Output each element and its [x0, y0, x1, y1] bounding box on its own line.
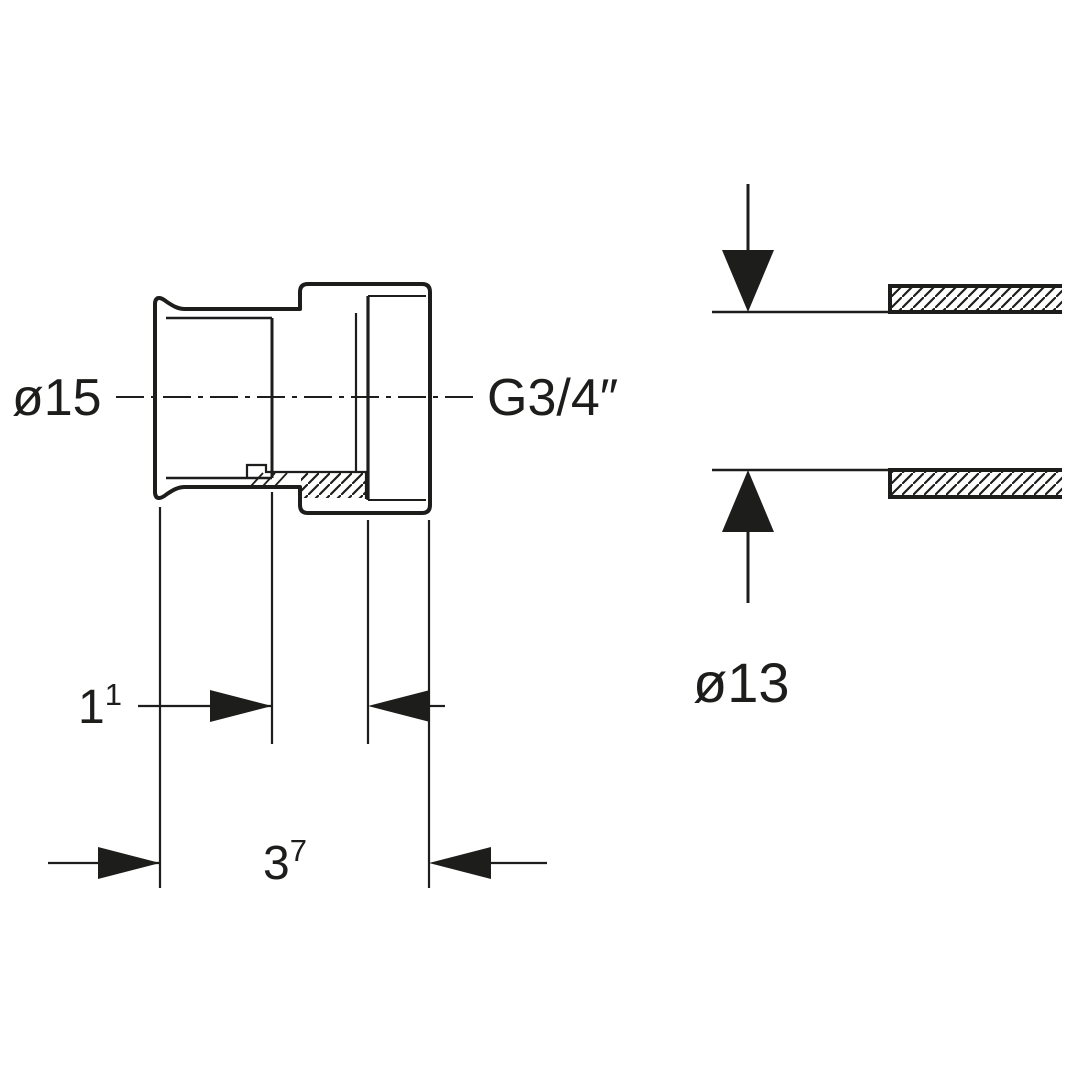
dimension-arrow-down-icon: [722, 250, 774, 312]
pipe-wall-top-outline: [888, 284, 1062, 314]
dimension-arrow-left-icon: [429, 847, 491, 879]
dim-value-base: 3: [263, 837, 290, 890]
dim-value-sup: 7: [290, 833, 307, 868]
pipe-wall-bottom-hatch: [890, 470, 1062, 497]
section-hatch-line: [250, 472, 264, 487]
dimension-overall-length: 37: [48, 833, 547, 890]
dimension-arrow-right-icon: [210, 690, 272, 722]
press-detail-step: [245, 463, 300, 478]
diameter-13-label: ø13: [693, 651, 790, 714]
dim-value-sup: 1: [105, 677, 122, 712]
pipe-section-view: ø13: [693, 184, 1062, 714]
thread-size-label: G3/4″: [487, 369, 618, 427]
pipe-wall-bottom-outline: [888, 468, 1062, 499]
thread-section-hatch: [301, 473, 365, 498]
section-hatch-line: [262, 472, 276, 487]
fitting-section-view: ø15 G3/4″: [12, 282, 618, 515]
diameter-15-label: ø15: [12, 369, 102, 427]
dim-value-base: 1: [78, 681, 105, 734]
insertion-depth-label: 11: [78, 677, 122, 734]
dimension-insertion-depth: 11: [78, 677, 445, 734]
section-hatch-line: [274, 472, 288, 487]
pipe-wall-top-hatch: [890, 286, 1062, 312]
dimension-lines: 11 37: [48, 492, 547, 890]
fitting-outline: [153, 282, 432, 515]
thread-section-boundary: [300, 470, 368, 499]
dimension-arrow-up-icon: [722, 470, 774, 532]
dimension-arrow-left-icon: [368, 690, 430, 722]
overall-length-label: 37: [263, 833, 307, 890]
dimension-arrow-right-icon: [98, 847, 160, 879]
dimension-inner-diameter: ø13: [693, 184, 790, 714]
